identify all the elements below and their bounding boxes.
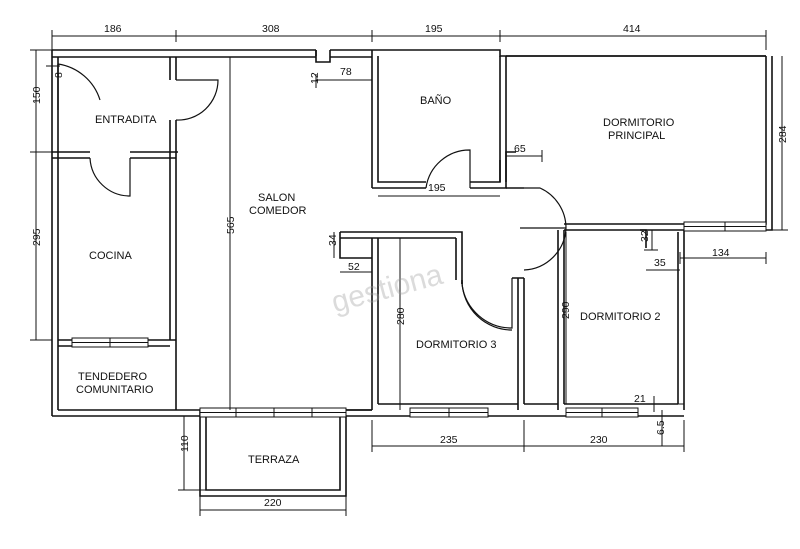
dormitorio-principal-walls [499,55,773,231]
room-labels: ENTRADITA BAÑO DORMITORIO PRINCIPAL SALO… [76,94,675,466]
dim-186: 186 [104,23,122,35]
terraza-walls [199,410,347,497]
dim-32: 32 [639,230,651,242]
door-entradita-salon [175,79,219,121]
door-dormitorio-2 [523,227,567,271]
dimension-lines [30,30,788,516]
dim-308: 308 [262,23,280,35]
dim-12: 12 [309,72,321,84]
room-dormitorio-principal-line2: PRINCIPAL [608,130,665,142]
dim-65: 65 [514,143,526,155]
dimension-labels: 186 308 195 414 150 295 8 565 12 78 195 … [31,23,789,509]
room-terraza: TERRAZA [248,454,300,466]
dim-280: 280 [395,307,407,325]
door-cocina [89,157,131,197]
dim-6-5: 6.5 [655,420,667,435]
dim-52: 52 [348,261,360,273]
room-entradita: ENTRADITA [95,114,157,126]
door-bano [425,149,471,189]
dim-195-bano: 195 [428,182,446,194]
dormitorio-3-walls [339,231,463,410]
entradita-cocina-wall [52,151,178,159]
door-dormitorio-3 [461,278,513,329]
bano-walls [371,56,507,189]
outer-top-wall [52,49,766,57]
door-dormitorio-principal [524,187,567,229]
room-bano: BAÑO [420,94,452,107]
dim-34: 34 [327,234,339,246]
dim-110: 110 [179,435,191,452]
door-entrance [57,63,101,110]
dim-235: 235 [440,434,458,446]
room-dormitorio-2: DORMITORIO 2 [580,311,660,323]
watermark: gestiona [328,258,446,319]
room-dormitorio-3: DORMITORIO 3 [416,339,496,351]
outer-right-wall [677,230,685,410]
room-tendedero-line2: COMUNITARIO [76,384,154,396]
dim-230: 230 [590,434,608,446]
dim-565: 565 [225,216,237,234]
dim-414: 414 [623,23,641,35]
dim-295: 295 [31,228,43,246]
room-dormitorio-principal-line1: DORMITORIO [603,117,675,129]
dim-195-top: 195 [425,23,443,35]
dim-290: 290 [560,301,572,319]
dim-78: 78 [340,66,352,78]
dim-220: 220 [264,497,282,509]
dim-8: 8 [53,72,65,78]
dim-134: 134 [712,247,730,259]
doors [57,63,567,331]
room-cocina: COCINA [89,250,132,262]
windows [71,221,767,418]
room-salon-line1: SALON [258,192,295,204]
room-salon-line2: COMEDOR [249,205,307,217]
dim-35: 35 [654,257,666,269]
dim-284: 284 [777,125,789,143]
room-tendedero-line1: TENDEDERO [78,371,148,383]
dim-150: 150 [31,86,43,104]
dim-21: 21 [634,393,646,405]
outer-left-wall [51,50,59,416]
